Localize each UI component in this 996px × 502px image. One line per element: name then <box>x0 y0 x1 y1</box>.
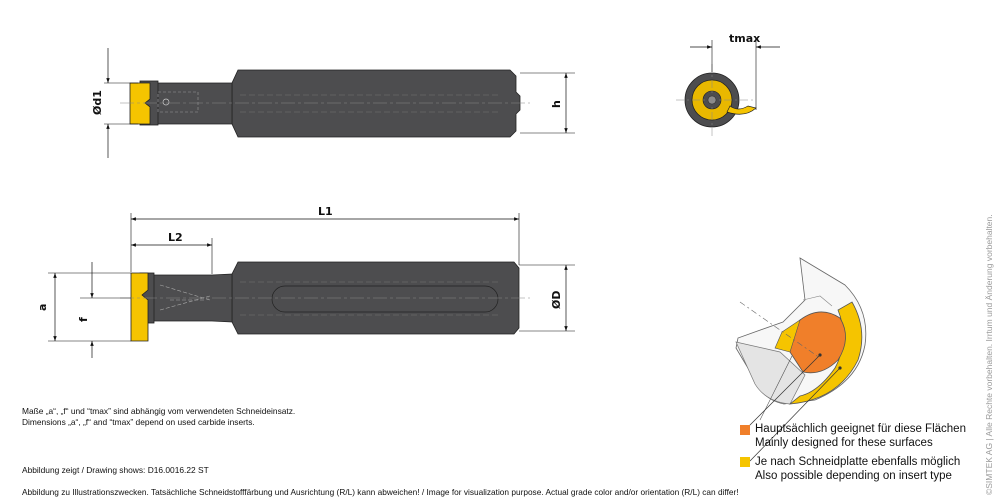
note-english: Dimensions „a“, „f“ and “tmax” depend on… <box>22 417 255 427</box>
label-D: ØD <box>550 291 563 309</box>
surface-illustration <box>735 257 867 462</box>
dim-L1 <box>130 213 520 272</box>
legend-possible-de: Je nach Schneidplatte ebenfalls möglich <box>755 456 961 468</box>
dim-d1 <box>104 48 138 158</box>
end-view <box>676 64 757 136</box>
dim-a <box>48 272 131 342</box>
side-view-tool <box>120 261 530 342</box>
dim-D <box>519 264 575 332</box>
dim-L2 <box>131 238 213 274</box>
copyright: ©SIMTEK AG | Alle Rechte vorbehalten. Ir… <box>984 214 994 495</box>
legend-swatch-possible <box>740 457 750 467</box>
note-german: Maße „a“, „f“ und “tmax” sind abhängig v… <box>22 406 296 416</box>
label-tmax: tmax <box>729 32 760 45</box>
label-L2: L2 <box>168 231 183 244</box>
label-L1: L1 <box>318 205 333 218</box>
label-f: f <box>77 317 90 322</box>
footer-disclaimer: Abbildung zu Illustrationszwecken. Tatsä… <box>22 487 739 497</box>
insert-side <box>130 272 149 342</box>
label-h: h <box>550 100 563 108</box>
top-view-tool <box>120 69 530 138</box>
dim-h <box>520 72 575 134</box>
label-d1: Ød1 <box>91 90 104 115</box>
dim-tmax <box>690 40 780 110</box>
drawing-shows: Abbildung zeigt / Drawing shows: D16.001… <box>22 465 209 475</box>
legend-main-de: Hauptsächlich geeignet für diese Flächen <box>755 423 966 435</box>
legend-swatch-main <box>740 425 750 435</box>
legend-main-en: Mainly designed for these surfaces <box>755 437 933 449</box>
dim-f <box>80 262 131 358</box>
legend-possible-en: Also possible depending on insert type <box>755 470 952 482</box>
label-a: a <box>36 304 49 311</box>
